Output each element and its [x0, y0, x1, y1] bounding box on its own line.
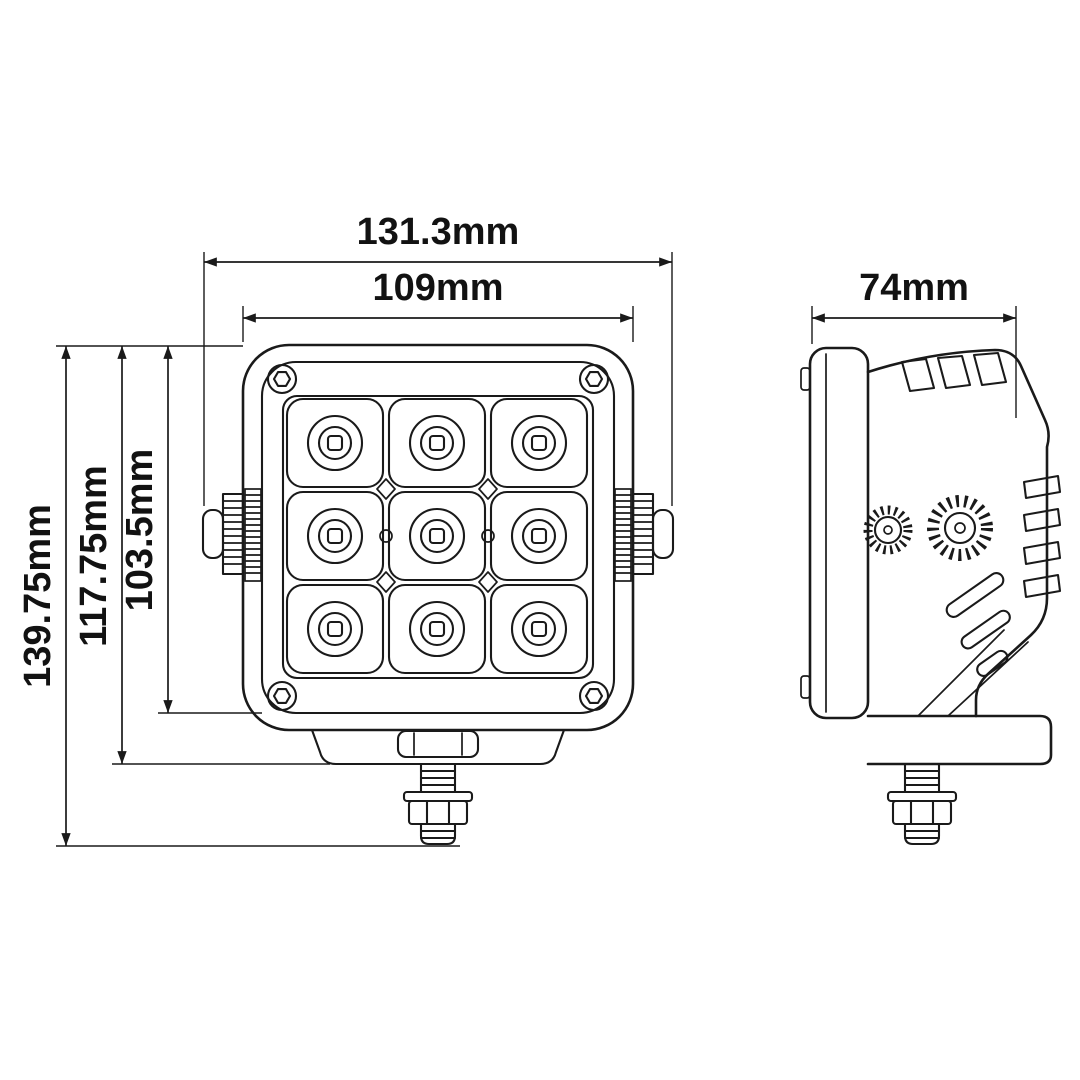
- label-overall-height: 139.75mm: [17, 504, 59, 688]
- dimension-overall-width: 131.3mm: [203, 211, 673, 506]
- led-cell: [387, 397, 487, 489]
- corner-screw: [578, 363, 610, 395]
- side-bracket-foot: [866, 714, 1053, 766]
- label-depth: 74mm: [859, 267, 969, 309]
- label-overall-width: 131.3mm: [357, 211, 520, 253]
- dimension-overall-height: 139.75mm: [17, 345, 460, 847]
- left-serration-strip: [244, 488, 262, 582]
- pivot-bolt-large: [943, 511, 977, 545]
- dimension-body-width: 109mm: [242, 267, 634, 342]
- led-cell: [489, 490, 589, 582]
- side-body-tab-top: [800, 367, 811, 391]
- lens-outline: [281, 394, 595, 680]
- bezel-outline: [260, 360, 616, 715]
- side-view: [800, 346, 1062, 846]
- pivot-center-small: [883, 525, 893, 535]
- led-cell: [489, 397, 589, 489]
- lens-screw-hole: [379, 529, 393, 543]
- pivot-bolt-small: [873, 515, 903, 545]
- front-view: [201, 343, 675, 846]
- pivot-teeth-small: [863, 505, 913, 555]
- side-mounting-bolt: [886, 762, 958, 846]
- led-cell: [387, 583, 487, 675]
- left-mount-knob: [201, 492, 245, 576]
- side-body-outline: [808, 346, 870, 720]
- led-array: [285, 397, 589, 675]
- pivot-teeth-large: [927, 495, 993, 561]
- corner-screw: [578, 680, 610, 712]
- side-bracket-slots: [945, 572, 1011, 677]
- label-body-height: 117.75mm: [73, 465, 115, 647]
- right-serration-strip: [614, 488, 632, 582]
- pivot-center-large: [954, 522, 966, 534]
- led-cell: [285, 583, 385, 675]
- led-cell: [285, 397, 385, 489]
- side-body-tab-bottom: [800, 675, 811, 699]
- right-mount-knob: [631, 492, 675, 576]
- front-bracket: [310, 728, 566, 766]
- dimension-depth: 74mm: [811, 267, 1017, 418]
- led-cell: [285, 490, 385, 582]
- side-bracket-arm: [917, 629, 1029, 717]
- lens-screw-hole: [481, 529, 495, 543]
- side-pivot-knobs: [863, 495, 993, 561]
- dimension-lens-height: 103.5mm: [119, 346, 262, 714]
- side-right-louvers: [1022, 474, 1062, 599]
- front-mounting-bolt: [402, 762, 474, 846]
- label-lens-height: 103.5mm: [119, 449, 161, 612]
- label-body-width: 109mm: [373, 267, 504, 309]
- led-cell: [489, 583, 589, 675]
- dimension-body-height: 117.75mm: [73, 346, 330, 765]
- led-cell: [387, 490, 487, 582]
- corner-screw: [266, 680, 298, 712]
- side-top-fins: [900, 351, 1008, 393]
- corner-screw: [266, 363, 298, 395]
